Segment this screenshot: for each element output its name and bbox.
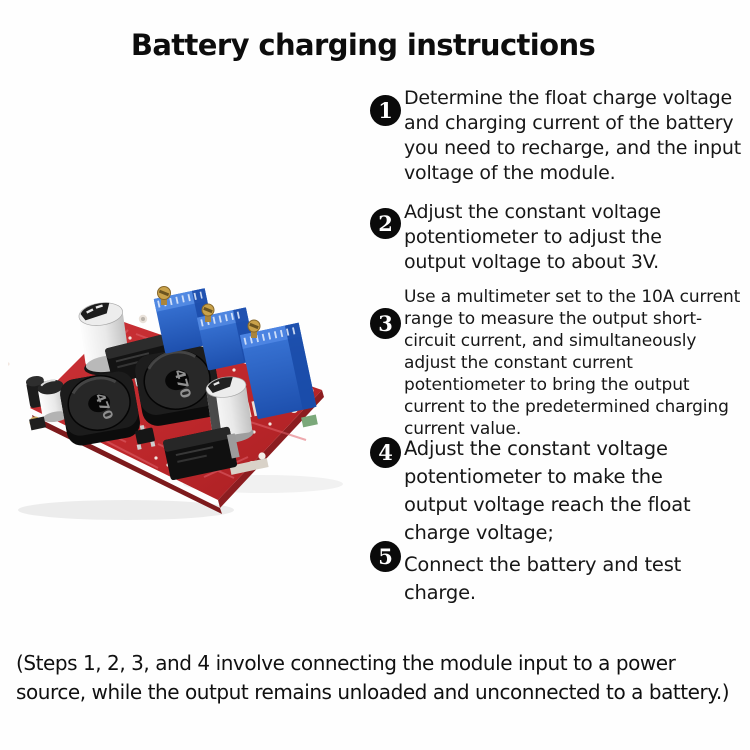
svg-text:470: 470 — [170, 368, 193, 401]
step-5-text: Connect the battery and test charge. — [404, 553, 682, 604]
trimpot-screw-icon — [157, 286, 171, 305]
inductor-1: 470 — [60, 371, 140, 446]
step-4-number-badge: 4 — [370, 437, 401, 468]
step-2-text: Adjust the constant voltage potentiomete… — [404, 201, 662, 273]
trimpot-screw-icon — [247, 319, 261, 338]
green-pad — [301, 414, 318, 428]
photo-shadow — [18, 475, 343, 520]
step-1-number-badge: 1 — [370, 95, 401, 126]
step-number: 1 — [378, 98, 393, 123]
pcb-module-illustration: 470 470 — [6, 286, 343, 520]
sot23-transistor — [135, 425, 156, 450]
step-3-number-badge: 3 — [370, 308, 401, 339]
step-item-2: 2 Adjust the constant voltage potentiome… — [370, 200, 742, 275]
capacitor-medium — [205, 376, 254, 444]
footnote: (Steps 1, 2, 3, and 4 involve connecting… — [16, 651, 730, 704]
step-3-text: Use a multimeter set to the 10A current … — [404, 287, 741, 439]
step-5-number-badge: 5 — [370, 541, 401, 572]
step-4-text: Adjust the constant voltage potentiomete… — [404, 437, 691, 544]
step-number: 5 — [378, 544, 393, 569]
trimpot-3 — [239, 322, 317, 419]
step-1-text: Determine the float charge voltage and c… — [404, 87, 741, 184]
step-2-number-badge: 2 — [370, 208, 401, 239]
step-number: 2 — [378, 211, 393, 236]
step-number: 3 — [378, 311, 393, 336]
smd-component — [29, 416, 47, 431]
diode-chip — [163, 426, 240, 481]
step-item-3: 3 Use a multimeter set to the 10A curren… — [370, 286, 742, 440]
pcb-module-photo: 470 470 — [6, 272, 364, 548]
page-title: Battery charging instructions — [130, 28, 596, 62]
step-item-4: 4 Adjust the constant voltage potentiome… — [370, 435, 742, 547]
trimpot-screw-icon — [201, 303, 215, 322]
inductor-2: 470 — [135, 346, 222, 426]
step-number: 4 — [378, 440, 393, 465]
step-item-1: 1 Determine the float charge voltage and… — [370, 86, 742, 186]
edge-pad-strip — [229, 458, 269, 475]
step-item-5: 5 Connect the battery and test charge. — [370, 541, 742, 607]
